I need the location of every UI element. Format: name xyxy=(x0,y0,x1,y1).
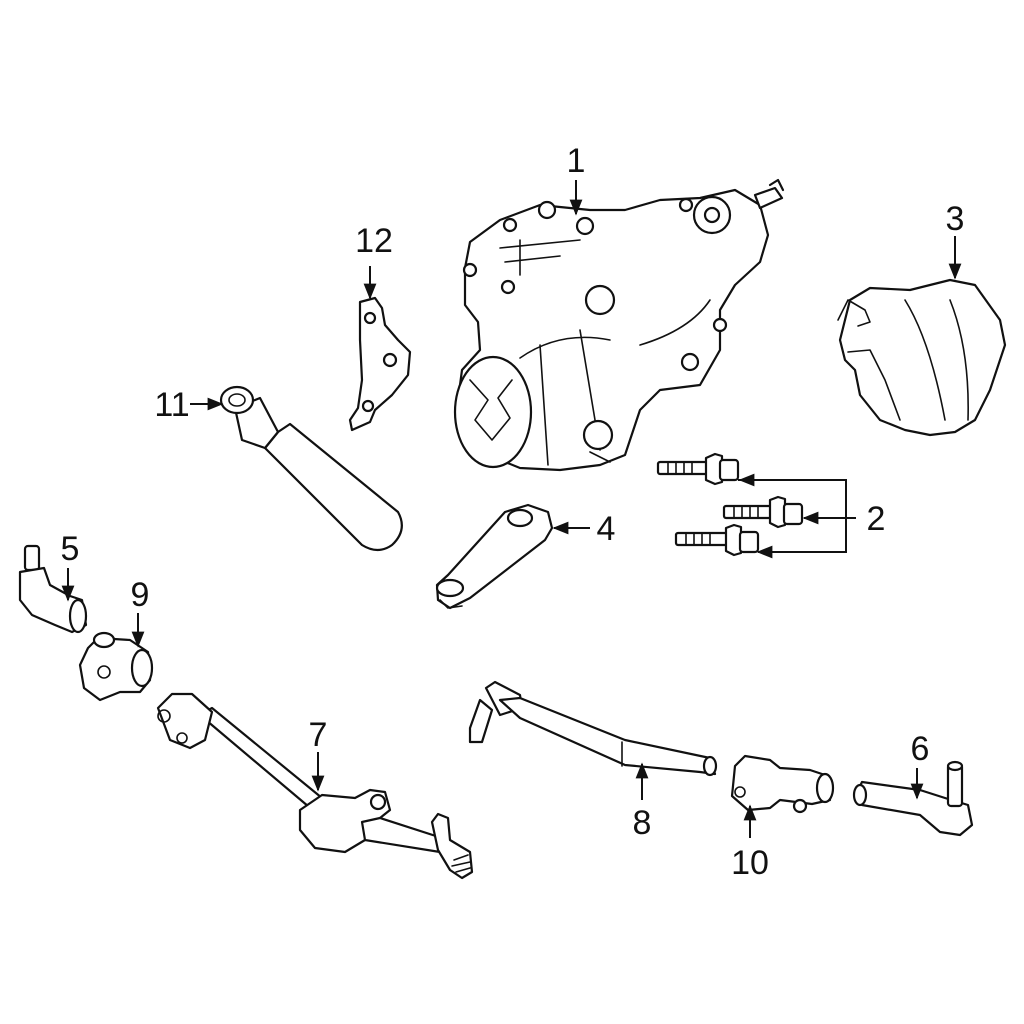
callout-5: 5 xyxy=(61,530,80,568)
bolt-bottom xyxy=(674,523,760,557)
callout-2: 2 xyxy=(867,500,886,538)
leader-2 xyxy=(738,473,856,559)
leader-lines xyxy=(61,180,962,838)
adjuster-sleeve-part[interactable] xyxy=(78,631,154,702)
callout-1: 1 xyxy=(567,142,586,180)
tie-rod-sleeve-part[interactable] xyxy=(730,754,835,814)
callout-8: 8 xyxy=(633,804,652,842)
bolt-middle xyxy=(722,495,804,529)
callout-3: 3 xyxy=(946,200,965,238)
callout-4: 4 xyxy=(597,510,616,548)
callout-labels: 1 2 3 4 5 6 7 8 9 10 11 12 xyxy=(61,142,965,882)
callout-12: 12 xyxy=(355,222,393,260)
callout-11: 11 xyxy=(154,386,189,424)
steering-gear-part[interactable] xyxy=(453,178,785,472)
mounting-bolts-part[interactable] xyxy=(656,452,804,557)
ball-joint-part[interactable] xyxy=(18,544,88,634)
callout-7: 7 xyxy=(309,716,328,754)
callout-9: 9 xyxy=(131,576,150,614)
callout-10: 10 xyxy=(731,844,769,882)
bolt-top xyxy=(656,452,740,486)
callout-6: 6 xyxy=(911,730,930,768)
tie-rod-part[interactable] xyxy=(468,680,718,777)
damper-bracket-part[interactable] xyxy=(348,296,412,432)
pitman-arm-part[interactable] xyxy=(435,503,554,610)
gear-shield-part[interactable] xyxy=(837,278,1007,437)
drag-link-part[interactable] xyxy=(156,692,474,880)
steering-damper-part[interactable] xyxy=(219,385,403,552)
tie-rod-end-part[interactable] xyxy=(852,760,974,837)
